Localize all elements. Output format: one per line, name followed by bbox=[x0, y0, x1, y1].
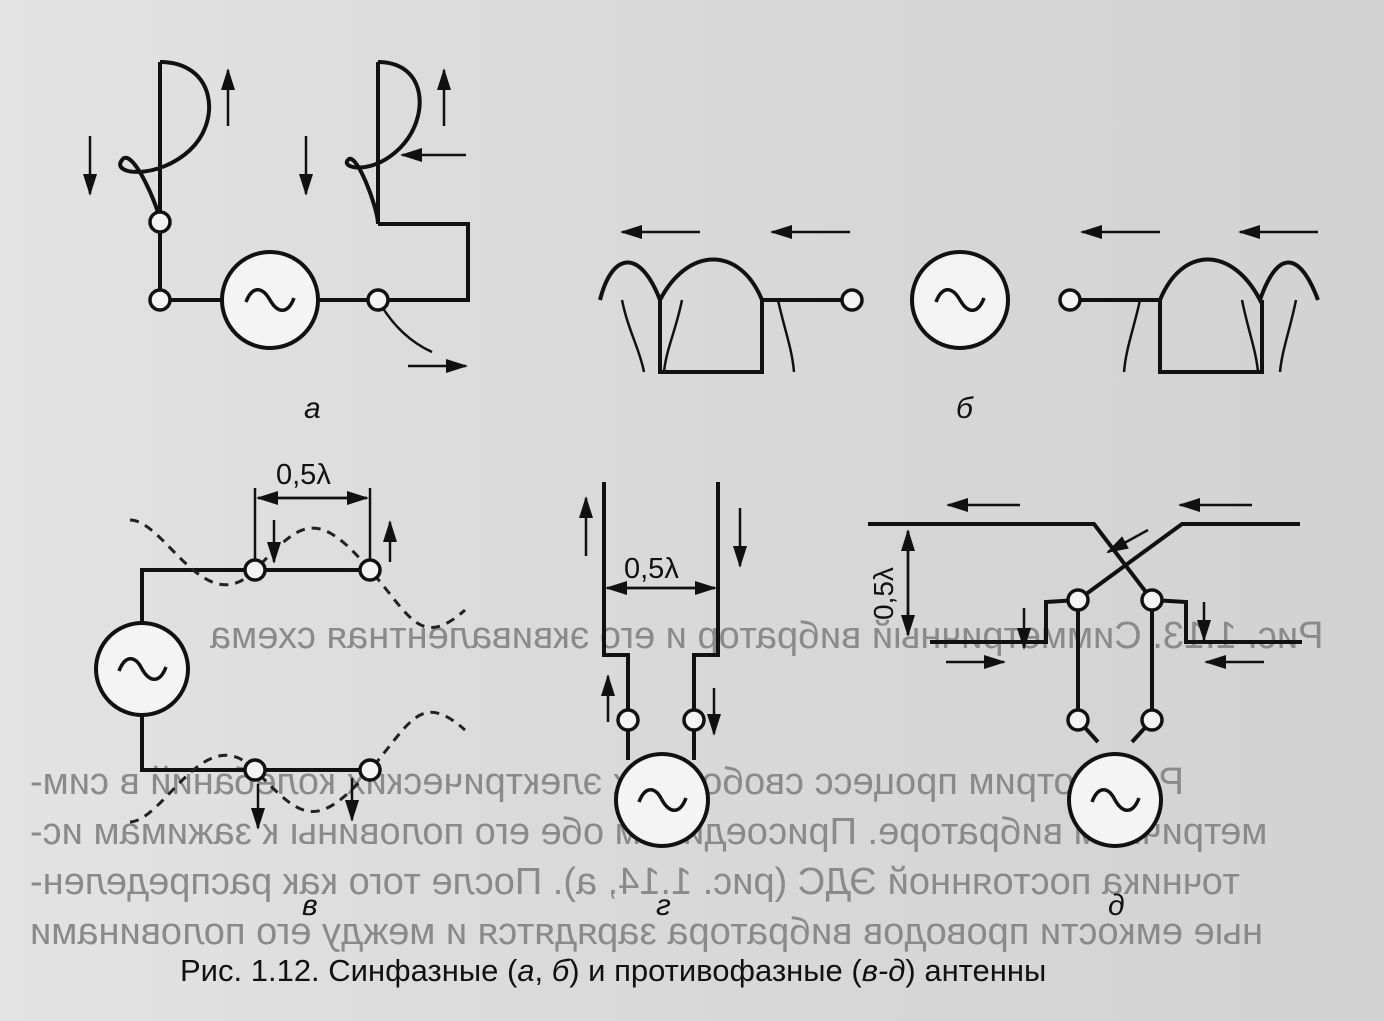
panel-label-b: б bbox=[956, 392, 974, 425]
generator-tilde-icon bbox=[117, 657, 168, 681]
terminal-node bbox=[243, 758, 267, 782]
terminal-node bbox=[148, 210, 172, 234]
caption-suffix: ) антенны bbox=[905, 953, 1047, 988]
antenna-wire bbox=[140, 568, 370, 772]
current-distribution-curve bbox=[598, 257, 764, 305]
terminal-node bbox=[148, 288, 172, 312]
terminal-node bbox=[1066, 588, 1090, 612]
standing-wave-curve bbox=[129, 710, 466, 824]
terminal-node bbox=[366, 288, 390, 312]
dimension-label: 0,5λ bbox=[868, 567, 899, 620]
current-distribution-curve bbox=[344, 60, 422, 225]
caption-separator: , bbox=[534, 953, 552, 988]
terminal-node bbox=[358, 758, 382, 782]
current-distribution-curve bbox=[1240, 299, 1298, 373]
terminal-node bbox=[1058, 288, 1082, 312]
dimension-label: 0,5λ bbox=[276, 459, 331, 491]
standing-wave-curve bbox=[129, 518, 466, 630]
generator-tilde-icon bbox=[1090, 788, 1141, 812]
panel-label-v: в bbox=[302, 889, 318, 922]
terminal-node bbox=[1140, 588, 1164, 612]
current-distribution-curve bbox=[620, 299, 684, 373]
generator-tilde-icon bbox=[244, 288, 296, 312]
terminal-node bbox=[840, 288, 864, 312]
terminal-node bbox=[682, 708, 706, 732]
current-distribution-curve bbox=[776, 299, 1142, 373]
antenna-wire bbox=[930, 598, 1302, 644]
panel-a: а bbox=[83, 60, 470, 425]
panel-label-g: г bbox=[656, 889, 671, 922]
terminal-node bbox=[616, 708, 640, 732]
antenna-wire bbox=[868, 522, 1300, 602]
panel-label-a: а bbox=[304, 392, 321, 425]
antenna-wire bbox=[602, 482, 720, 760]
terminal-node bbox=[1140, 708, 1164, 732]
caption-ref-range: в-д bbox=[861, 953, 906, 988]
terminal-node bbox=[1066, 708, 1090, 732]
antenna-wire bbox=[158, 62, 470, 302]
panel-d: 0,5λ д bbox=[868, 498, 1302, 922]
dimension-label: 0,5λ bbox=[624, 553, 679, 585]
panel-label-d: д bbox=[1108, 889, 1125, 922]
antenna-wire bbox=[658, 298, 1264, 374]
terminal-node bbox=[243, 558, 267, 582]
panel-v: 0,5λ в bbox=[94, 459, 466, 922]
terminal-node bbox=[358, 558, 382, 582]
panel-b: б bbox=[598, 225, 1320, 425]
caption-prefix: Рис. 1.12. Синфазные ( bbox=[180, 953, 518, 988]
current-arrow-diagonal bbox=[1106, 528, 1149, 554]
current-distribution-curve bbox=[118, 60, 212, 223]
figure-caption: Рис. 1.12. Синфазные (а, б) и противофаз… bbox=[180, 953, 1046, 989]
generator-tilde-icon bbox=[934, 288, 986, 312]
generator-tilde-icon bbox=[637, 788, 688, 812]
current-distribution-curve bbox=[1158, 257, 1320, 306]
caption-ref-a: а bbox=[517, 953, 535, 988]
caption-ref-b: б bbox=[551, 953, 570, 988]
caption-middle: ) и противофазные ( bbox=[569, 953, 862, 988]
panel-g: 0,5λ г bbox=[579, 482, 747, 922]
